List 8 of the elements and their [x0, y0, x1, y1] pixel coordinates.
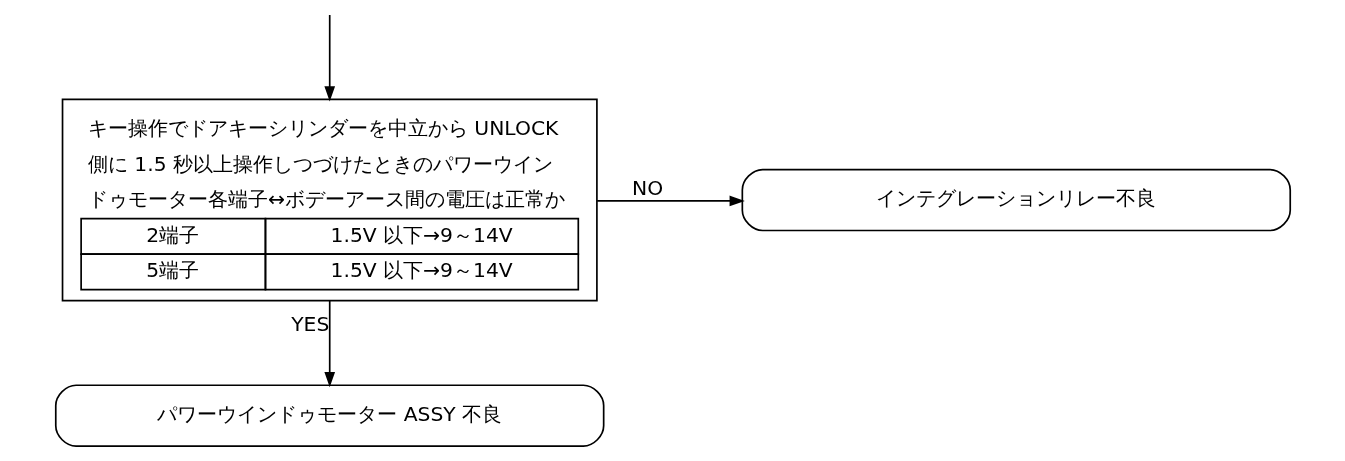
node-box: インテグレーションリレー不良: [741, 168, 1291, 232]
edge-label: NO: [631, 176, 663, 201]
arrow: [323, 300, 335, 388]
node-box: キー操作でドアキーシリンダーを中立から UNLOCK側に 1.5 秒以上操作しつづけたときのパワーウインドゥモーター各端子↔ボデーアース間の電圧は正常か 2端子 1.5V 以下→9～14V 5端子 1.5V 以下→9～14V: [61, 98, 598, 302]
arrow: [595, 195, 745, 207]
edge-label: YES: [290, 312, 329, 337]
node-box: パワーウインドゥモーター ASSY 不良: [54, 384, 604, 447]
arrow: [323, 14, 335, 102]
